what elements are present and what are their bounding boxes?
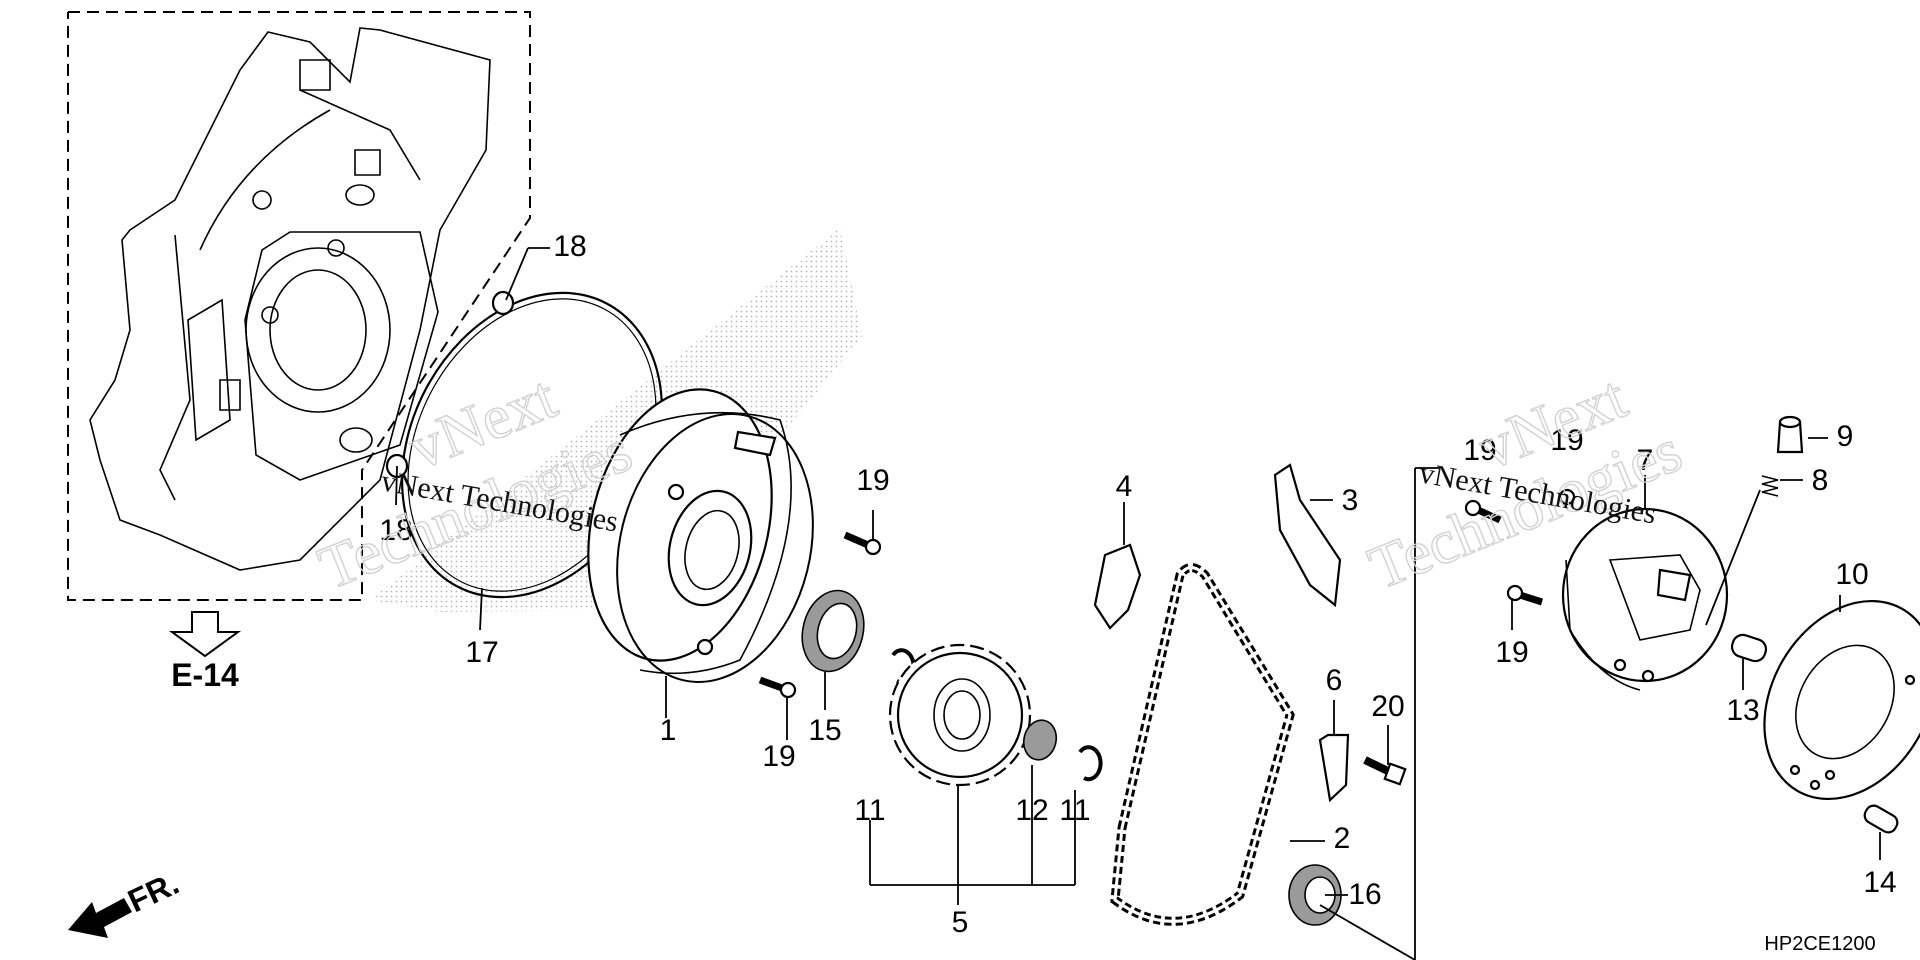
callout-19-right-top: 19 [1463, 434, 1496, 467]
callout-17: 17 [465, 636, 498, 669]
callout-5: 5 [952, 906, 969, 939]
callout-2: 2 [1334, 822, 1351, 855]
callout-7: 7 [1637, 444, 1654, 477]
drive-chain [1110, 563, 1295, 926]
callout-18-top: 18 [553, 230, 586, 263]
oil-seal [801, 589, 865, 673]
shading-beam [370, 228, 862, 612]
callout-19-lower: 19 [762, 740, 795, 773]
callout-1: 1 [660, 714, 677, 747]
callout-20: 20 [1371, 690, 1404, 723]
screw-right-top [1558, 488, 1576, 506]
leader-lines [395, 247, 1881, 960]
callout-18-bottom: 18 [379, 514, 412, 547]
callout-19-right-mid: 19 [1550, 424, 1583, 457]
callout-19-right-bottom: 19 [1495, 636, 1528, 669]
callout-13: 13 [1726, 694, 1759, 727]
dowel-pin [1730, 633, 1768, 663]
relief-cap [1776, 415, 1804, 454]
chain-guide-plate [1093, 543, 1142, 630]
screw-top-center [843, 531, 882, 556]
callout-12: 12 [1015, 794, 1048, 827]
cover-pin [1863, 804, 1899, 834]
callout-16: 16 [1348, 878, 1381, 911]
callout-3: 3 [1342, 484, 1359, 517]
callout-15: 15 [808, 714, 841, 747]
front-direction-label: FR. [122, 865, 184, 919]
callout-19-center: 19 [856, 464, 889, 497]
pump-rotor [1561, 507, 1729, 691]
pump-housing [587, 388, 814, 683]
flange-bolt [1363, 756, 1407, 786]
reference-arrow [168, 611, 242, 658]
chain-guide [1273, 463, 1342, 608]
case-boundary [67, 11, 531, 601]
drawing-code: HP2CE1200 [1764, 933, 1875, 955]
callout-9: 9 [1837, 420, 1854, 453]
small-o-ring-top [491, 290, 515, 316]
callout-11-right: 11 [1059, 794, 1090, 827]
tensioner-slipper [1318, 733, 1350, 803]
callout-10: 10 [1835, 558, 1868, 591]
callout-14: 14 [1863, 866, 1896, 899]
callout-4: 4 [1116, 470, 1133, 503]
front-direction-arrow [68, 898, 132, 938]
needle-bearing [1022, 719, 1058, 761]
callout-11-left: 11 [854, 794, 885, 827]
pump-cover-plate [1763, 599, 1920, 801]
callout-6: 6 [1326, 664, 1343, 697]
screw-right-upper [1464, 499, 1502, 524]
crankcase-cover [89, 27, 491, 571]
relief-spring [1761, 475, 1779, 497]
reference-label: E-14 [171, 657, 239, 693]
screw-bottom-left [758, 676, 797, 699]
circlip-right [1078, 745, 1103, 782]
screw-right-middle [1506, 584, 1544, 606]
sprocket [888, 643, 1032, 787]
callout-8: 8 [1812, 464, 1829, 497]
